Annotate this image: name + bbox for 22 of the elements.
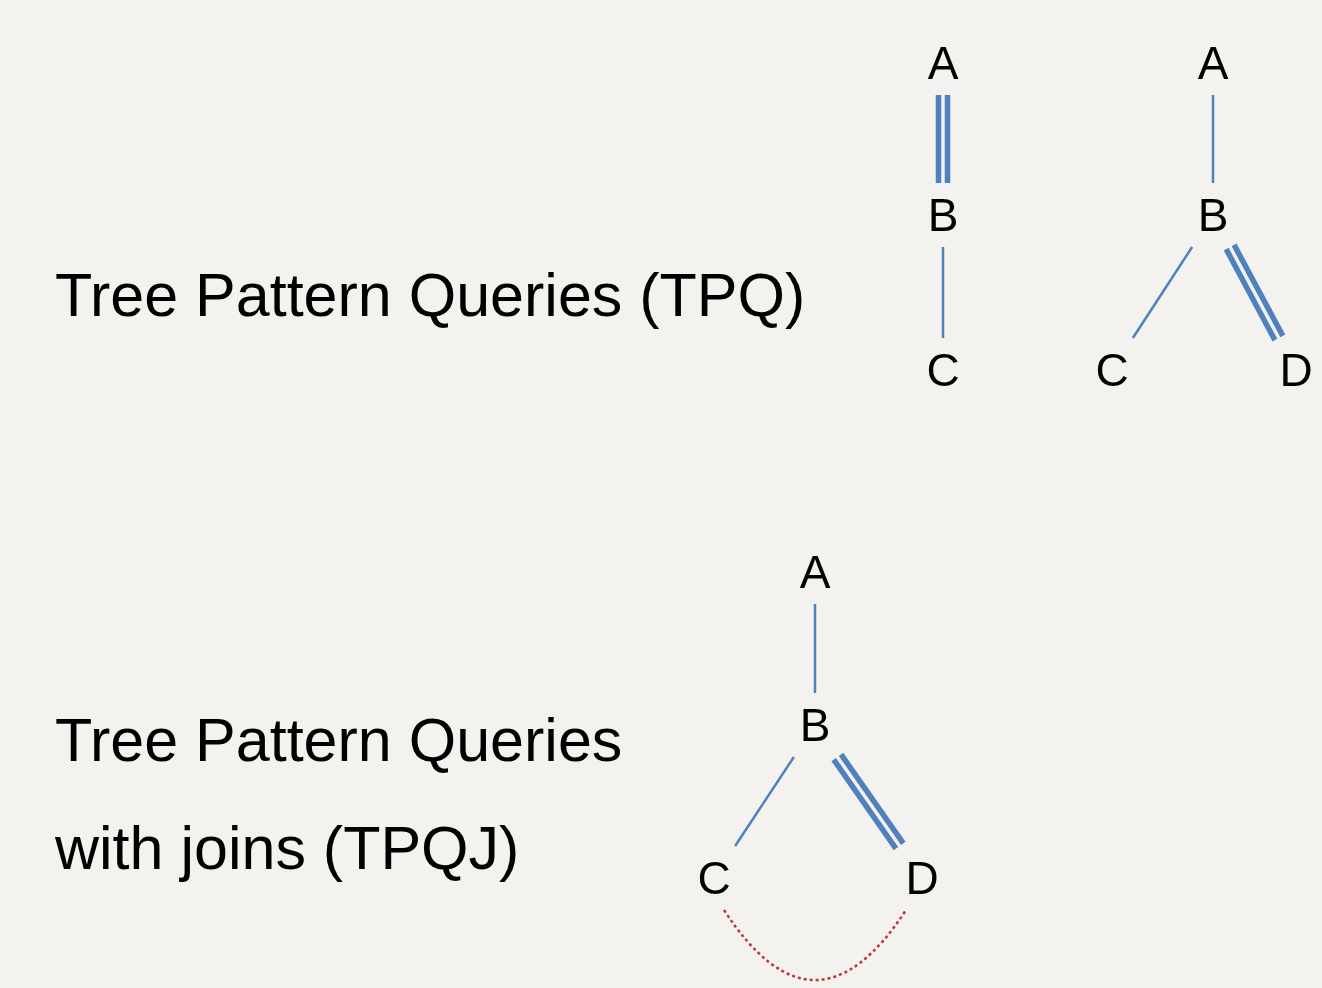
join-arc: [723, 909, 907, 982]
node-letter: A: [799, 545, 831, 599]
descendant-edge: [935, 92, 951, 186]
child-edge: [734, 756, 795, 847]
node-letter: C: [1095, 343, 1129, 397]
descendant-edge: [1223, 242, 1286, 343]
node-letter: D: [905, 851, 939, 905]
node-letter: C: [926, 343, 960, 397]
child-edge: [813, 604, 817, 693]
node-letter: D: [1279, 343, 1313, 397]
node-letter: B: [927, 188, 959, 242]
query-type-label: Tree Pattern Queries with joins (TPQJ): [55, 705, 624, 884]
child-edge: [1211, 95, 1215, 183]
node-letter: B: [1197, 188, 1229, 242]
child-edge: [941, 247, 945, 338]
node-letter: A: [927, 36, 959, 90]
descendant-edge: [830, 751, 907, 852]
node-letter: B: [799, 698, 831, 752]
query-type-label: Tree Pattern Queries (TPQ): [55, 260, 807, 331]
node-letter: C: [697, 851, 731, 905]
child-edge: [1131, 246, 1194, 339]
node-letter: A: [1197, 36, 1229, 90]
